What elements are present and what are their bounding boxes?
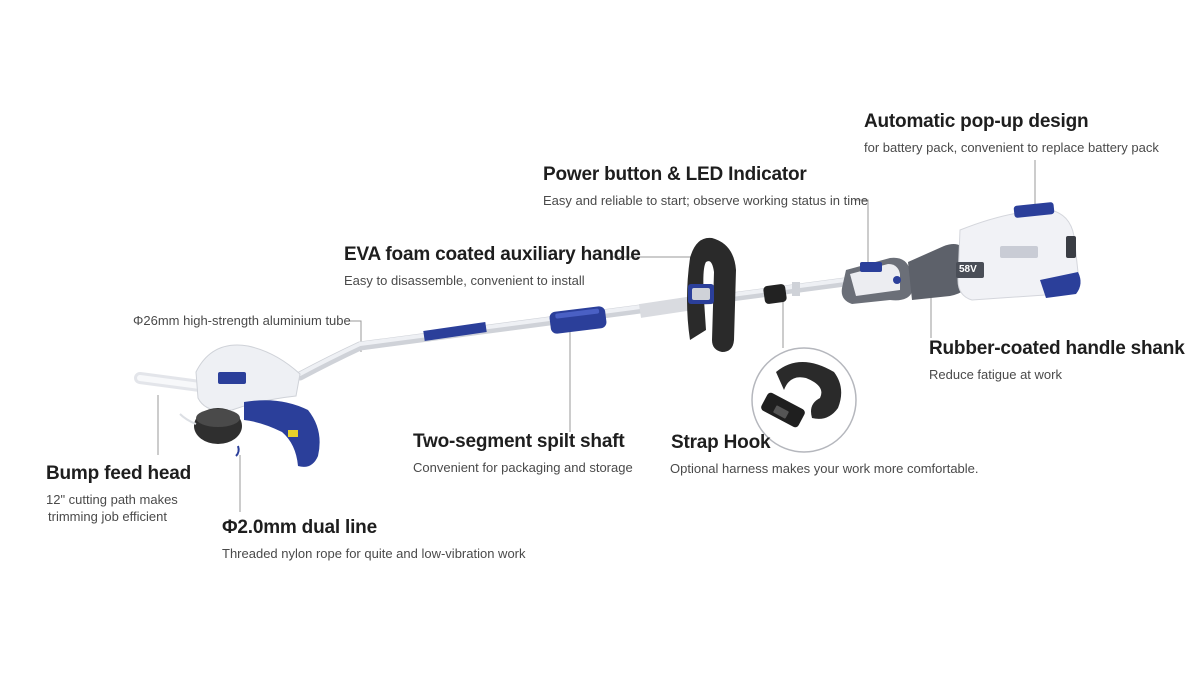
line-desc: Threaded nylon rope for quite and low-vi… bbox=[222, 546, 526, 561]
power-desc: Easy and reliable to start; observe work… bbox=[543, 193, 869, 208]
strap-hook-inset bbox=[751, 347, 857, 453]
line-title: Φ2.0mm dual line bbox=[222, 517, 377, 538]
bump-title: Bump feed head bbox=[46, 463, 191, 484]
battery-voltage-label: 58V bbox=[959, 264, 977, 275]
leader-power bbox=[854, 199, 869, 262]
popup-desc: for battery pack, convenient to replace … bbox=[864, 140, 1159, 155]
cutting-head bbox=[134, 344, 320, 467]
popup-title: Automatic pop-up design bbox=[864, 111, 1089, 132]
shaft-desc: Convenient for packaging and storage bbox=[413, 460, 633, 475]
tube-label: Φ26mm high-strength aluminium tube bbox=[133, 313, 351, 328]
power-title: Power button & LED Indicator bbox=[543, 164, 807, 185]
eva-desc: Easy to disassemble, convenient to insta… bbox=[344, 273, 585, 288]
strap-desc: Optional harness makes your work more co… bbox=[670, 461, 979, 476]
foam-grip bbox=[549, 306, 607, 334]
rubber-title: Rubber-coated handle shank bbox=[929, 338, 1185, 359]
motor-housing bbox=[841, 202, 1081, 304]
bump-desc-line1: 12" cutting path makes bbox=[46, 492, 178, 507]
bump-desc-line2: trimming job efficient bbox=[48, 509, 167, 524]
strap-title: Strap Hook bbox=[671, 432, 771, 453]
eva-title: EVA foam coated auxiliary handle bbox=[344, 244, 641, 265]
rubber-desc: Reduce fatigue at work bbox=[929, 367, 1062, 382]
shaft-title: Two-segment spilt shaft bbox=[413, 431, 625, 452]
auxiliary-handle bbox=[687, 237, 736, 352]
